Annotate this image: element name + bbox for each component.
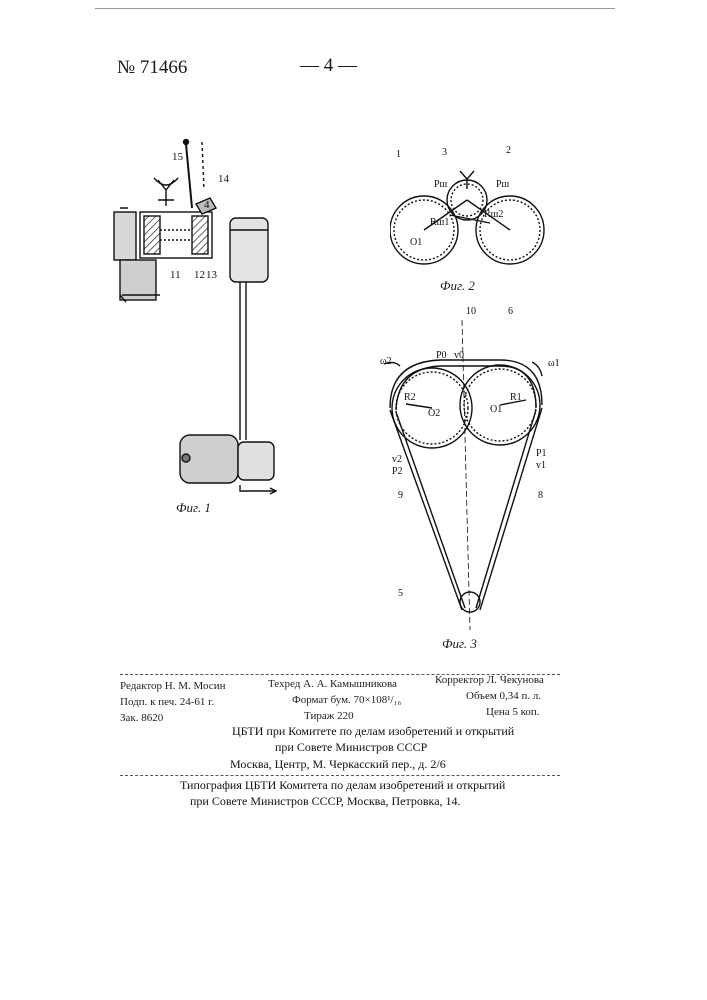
fig3-label-p0: P0 bbox=[436, 350, 447, 361]
fig2-label-pw-left: Pш bbox=[434, 179, 448, 190]
fig2-label-o1: O1 bbox=[410, 237, 422, 248]
fig3-label-r1: R1 bbox=[510, 392, 522, 403]
fig1-label-15: 15 bbox=[172, 151, 184, 163]
fig3-label-omega2: ω2 bbox=[380, 356, 392, 367]
fig3-label-6: 6 bbox=[508, 306, 513, 317]
fig3-label-r2: R2 bbox=[404, 392, 416, 403]
imprint-middle-rule bbox=[120, 775, 560, 776]
figure-1-caption: Фиг. 1 bbox=[176, 500, 211, 516]
figure-3-drawing: 10 6 ω2 ω1 P0 v0 R2 O2 O1 R1 v2 P2 P1 v1… bbox=[370, 300, 570, 640]
fig3-label-p1: P1 bbox=[536, 448, 547, 459]
imprint-editor: Редактор Н. М. Мосин bbox=[120, 680, 225, 692]
imprint-order: Зак. 8620 bbox=[120, 712, 163, 724]
imprint-org-line2: при Совете Министров СССР bbox=[275, 740, 427, 755]
fig2-label-1: 1 bbox=[396, 149, 401, 160]
imprint-techred: Техред А. А. Камышникова bbox=[268, 678, 397, 690]
figure-2-caption: Фиг. 2 bbox=[440, 278, 475, 294]
fig1-label-12: 12 bbox=[194, 269, 205, 281]
fig3-label-o2: O2 bbox=[428, 408, 440, 419]
patent-number: № 71466 bbox=[117, 57, 187, 79]
top-edge-rule bbox=[95, 8, 615, 9]
fig2-label-3: 3 bbox=[442, 147, 447, 158]
page-number: — 4 — bbox=[300, 55, 357, 77]
figure-2-drawing: 1 3 2 Pш Pш Rш1 Rш2 O1 bbox=[390, 145, 550, 275]
fig1-label-11: 11 bbox=[170, 269, 181, 281]
imprint-price: Цена 5 коп. bbox=[486, 706, 540, 718]
fig2-label-rw2: Rш2 bbox=[484, 209, 503, 220]
fig1-label-14: 14 bbox=[218, 173, 230, 185]
fig1-label-4: 4 bbox=[204, 199, 210, 211]
imprint-corrector: Корректор Л. Чекунова bbox=[435, 674, 544, 686]
fig2-label-pw-right: Pш bbox=[496, 179, 510, 190]
imprint-signed: Подп. к печ. 24-61 г. bbox=[120, 696, 214, 708]
fig1-label-13: 13 bbox=[206, 269, 218, 281]
figure-1-drawing: 15 4 14 11 12 13 bbox=[100, 130, 290, 500]
fig3-label-p2: P2 bbox=[392, 466, 403, 477]
fig3-label-v0: v0 bbox=[454, 350, 464, 361]
imprint-print-line1: Типография ЦБТИ Комитета по делам изобре… bbox=[180, 778, 505, 793]
fig3-label-8: 8 bbox=[538, 490, 543, 501]
imprint-volume: Объем 0,34 п. л. bbox=[466, 690, 541, 702]
fig3-label-v1: v1 bbox=[536, 460, 546, 471]
fig3-label-v2: v2 bbox=[392, 454, 402, 465]
imprint-format: Формат бум. 70×108¹/₁₆ bbox=[292, 694, 401, 706]
fig3-label-o1: O1 bbox=[490, 404, 502, 415]
fig2-label-2: 2 bbox=[506, 145, 511, 156]
fig3-label-5: 5 bbox=[398, 588, 403, 599]
fig3-label-10: 10 bbox=[466, 306, 476, 317]
imprint-org-line1: ЦБТИ при Комитете по делам изобретений и… bbox=[232, 724, 514, 739]
fig2-label-rw1: Rш1 bbox=[430, 217, 449, 228]
fig3-label-9: 9 bbox=[398, 490, 403, 501]
fig3-label-omega1: ω1 bbox=[548, 358, 560, 369]
imprint-print-line2: при Совете Министров СССР, Москва, Петро… bbox=[190, 794, 461, 809]
imprint-org-address: Москва, Центр, М. Черкасский пер., д. 2/… bbox=[230, 757, 446, 772]
imprint-circulation: Тираж 220 bbox=[304, 710, 354, 722]
figure-3-caption: Фиг. 3 bbox=[442, 636, 477, 652]
